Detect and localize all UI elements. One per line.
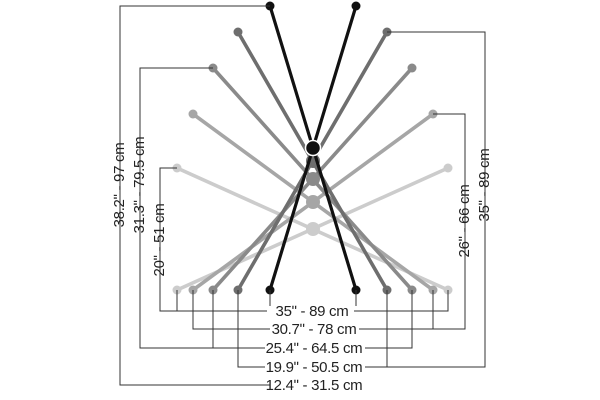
leg-top-knob-2-1 bbox=[407, 63, 417, 73]
width-line-35-right bbox=[354, 290, 449, 312]
height-line-26 bbox=[433, 113, 466, 330]
width-dimension-lines bbox=[176, 290, 449, 368]
height-label-35: 35ʺ - 89 cm bbox=[476, 149, 493, 222]
width-line-19-9-right bbox=[365, 290, 388, 368]
width-label-19-9: 19.9ʺ - 50.5 cm bbox=[266, 359, 363, 376]
width-label-30-7: 30.7ʺ - 78 cm bbox=[272, 321, 357, 338]
center-hub-2 bbox=[306, 172, 320, 186]
width-line-25-4-right bbox=[365, 290, 413, 349]
width-line-30-7-right bbox=[359, 290, 434, 330]
height-label-26: 26ʺ - 66 cm bbox=[456, 185, 473, 258]
height-dimension-lines bbox=[119, 5, 486, 386]
height-line-35 bbox=[387, 31, 486, 368]
height-label-20: 20ʺ - 51 cm bbox=[151, 204, 168, 277]
leg-top-knob-3-0 bbox=[233, 27, 243, 37]
leg-top-knob-4-1 bbox=[351, 1, 361, 11]
height-label-38-2: 38.2ʺ - 97 cm bbox=[111, 143, 128, 228]
width-line-19-9 bbox=[237, 290, 265, 368]
width-line-25-4 bbox=[212, 290, 265, 349]
width-label-25-4: 25.4ʺ - 64.5 cm bbox=[266, 340, 363, 357]
width-line-35 bbox=[176, 290, 267, 312]
height-label-31-3: 31.3ʺ - 79.5 cm bbox=[131, 137, 148, 234]
center-hub-0 bbox=[306, 222, 320, 236]
height-line-20 bbox=[159, 167, 177, 312]
height-line-31-3 bbox=[139, 67, 213, 349]
leg-top-knob-0-1 bbox=[443, 163, 453, 173]
width-label-12-4: 12.4ʺ - 31.5 cm bbox=[266, 377, 363, 394]
legs-group bbox=[172, 1, 453, 295]
height-line-38-2 bbox=[119, 5, 270, 386]
leg-top-knob-1-0 bbox=[188, 109, 198, 119]
center-hub-4 bbox=[304, 139, 322, 157]
width-line-30-7 bbox=[192, 290, 270, 330]
width-label-35: 35ʺ - 89 cm bbox=[276, 303, 349, 320]
center-hub-1 bbox=[306, 195, 320, 209]
